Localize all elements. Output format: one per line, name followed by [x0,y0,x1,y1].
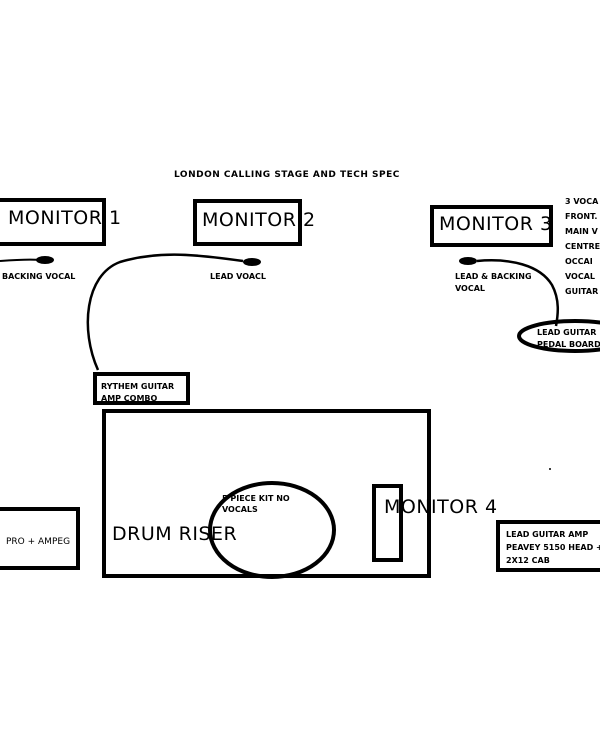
lead-backing-vocal-line-1: LEAD & BACKING [455,272,532,281]
monitor-2-label: MONITOR 2 [202,209,316,231]
drum-kit-line-2: VOCALS [222,505,258,514]
drum-kit-line-1: 5 PIECE KIT NO [222,494,290,503]
monitor-1-label: MONITOR 1 [8,207,122,229]
backing-vocal-mic [36,256,54,264]
lead-vocal-cable [86,253,244,371]
right-note: 3 VOCA [565,197,599,206]
lead-pedal-board-line-2: PEDAL BOARD [537,340,600,349]
lead-vocal-label: LEAD VOACL [210,272,266,281]
rhythm-amp-line-1: RYTHEM GUITAR [101,382,175,391]
lead-backing-vocal-line-2: VOCAL [455,284,486,293]
monitor-4-box[interactable] [372,484,403,562]
right-notes: 3 VOCA FRONT. MAIN V CENTRE OCCAI VOCAL … [565,194,600,299]
right-note: OCCAI [565,257,593,266]
lead-amp-line-1: LEAD GUITAR AMP [506,530,589,539]
lead-backing-vocal-cable [476,259,559,327]
lead-pedal-board-label: LEAD GUITAR PEDAL BOARD [537,328,600,350]
monitor-1-box[interactable]: MONITOR 1 [0,198,121,246]
stray-dot [549,468,551,470]
right-note: VOCAL [565,272,596,281]
monitor-3-label: MONITOR 3 [439,213,553,235]
drum-riser-box[interactable]: DRUM RISER [102,409,431,578]
drum-kit-label: 5 PIECE KIT NO VOCALS [222,494,290,515]
lead-vocal-mic [243,258,261,266]
lead-amp-line-2: PEAVEY 5150 HEAD + [506,543,600,552]
lead-pedal-board-outline [517,319,600,353]
lead-backing-vocal-label: LEAD & BACKING VOCAL [455,272,532,294]
lead-pedal-board-line-1: LEAD GUITAR [537,328,597,337]
right-note: FRONT. [565,212,598,221]
right-note: MAIN V [565,227,598,236]
bass-amp-box[interactable]: PRO + AMPEG [0,507,80,570]
monitor-4-label: MONITOR 4 [384,496,498,518]
bass-amp-label: PRO + AMPEG [6,537,71,547]
lead-guitar-amp-box[interactable]: LEAD GUITAR AMP PEAVEY 5150 HEAD + 2X12 … [496,520,600,572]
backing-vocal-cable [0,258,41,262]
lead-backing-vocal-mic [459,257,477,265]
monitor-3-box[interactable]: MONITOR 3 [430,205,553,247]
right-note: CENTRE [565,242,600,251]
rhythm-guitar-amp-box[interactable]: RYTHEM GUITAR AMP COMBO [93,372,190,405]
page-title: LONDON CALLING STAGE AND TECH SPEC [174,170,400,180]
drum-riser-label: DRUM RISER [112,523,238,545]
monitor-2-box[interactable]: MONITOR 2 [193,199,315,246]
backing-vocal-label: BACKING VOCAL [2,272,76,281]
rhythm-amp-line-2: AMP COMBO [101,394,158,403]
lead-amp-line-3: 2X12 CAB [506,556,550,565]
right-note: GUITAR [565,287,599,296]
